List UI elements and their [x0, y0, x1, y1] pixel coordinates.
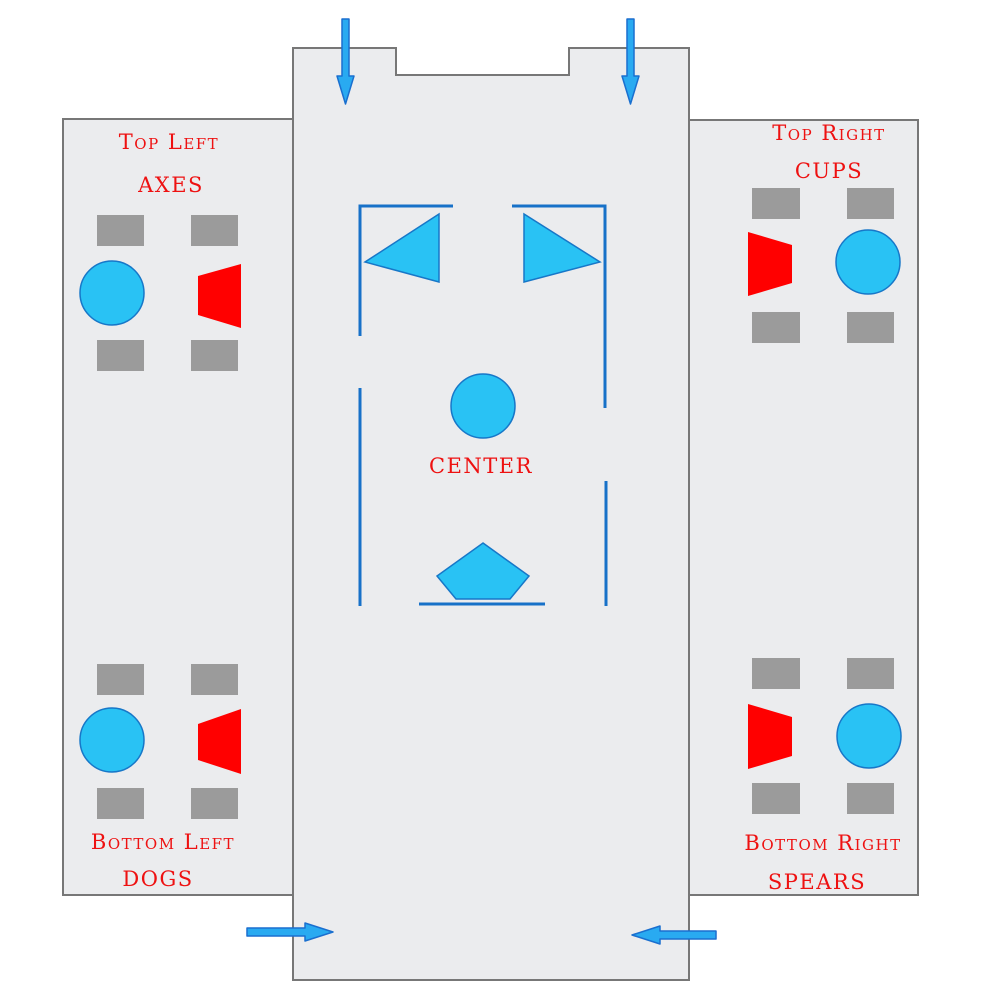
- crate-icon: [847, 783, 894, 814]
- center-label: CENTER: [429, 454, 533, 478]
- bottom-right-subtitle: SPEARS: [768, 870, 866, 894]
- crate-icon: [847, 188, 894, 219]
- crate-icon: [847, 658, 894, 689]
- crate-icon: [97, 788, 144, 819]
- red-trapezoid-pad-icon: [748, 704, 792, 769]
- crate-icon: [191, 215, 238, 246]
- circle-token-icon: [79, 707, 145, 773]
- central-walls: [358, 204, 608, 606]
- crate-icon: [191, 788, 238, 819]
- circle-token-icon: [835, 229, 901, 295]
- triangle-left-icon: [363, 212, 440, 283]
- triangle-right-icon: [523, 212, 602, 283]
- crate-icon: [752, 312, 800, 343]
- red-trapezoid-pad-icon: [748, 232, 792, 296]
- top-right-subtitle: CUPS: [795, 159, 863, 183]
- central-hall: [292, 47, 690, 981]
- circle-token-icon: [79, 260, 145, 326]
- circle-token-icon: [450, 373, 516, 439]
- left-arrow-icon: [631, 925, 717, 945]
- bottom-right-title: Bottom Right: [744, 831, 901, 855]
- pentagon-icon: [435, 542, 531, 600]
- circle-token-icon: [836, 703, 902, 769]
- red-trapezoid-pad-icon: [198, 264, 241, 328]
- crate-icon: [752, 188, 800, 219]
- crate-icon: [191, 340, 238, 371]
- top-right-title: Top Right: [772, 121, 885, 145]
- bottom-left-subtitle: DOGS: [122, 867, 193, 891]
- down-arrow-icon: [621, 18, 640, 105]
- down-arrow-icon: [336, 18, 355, 105]
- crate-icon: [847, 312, 894, 343]
- top-left-title: Top Left: [119, 130, 219, 154]
- crate-icon: [97, 664, 144, 695]
- right-arrow-icon: [246, 922, 334, 942]
- bottom-left-title: Bottom Left: [91, 830, 235, 854]
- crate-icon: [752, 658, 800, 689]
- crate-icon: [752, 783, 800, 814]
- top-left-subtitle: AXES: [137, 173, 204, 197]
- red-trapezoid-pad-icon: [198, 709, 241, 774]
- crate-icon: [97, 340, 144, 371]
- crate-icon: [191, 664, 238, 695]
- crate-icon: [97, 215, 144, 246]
